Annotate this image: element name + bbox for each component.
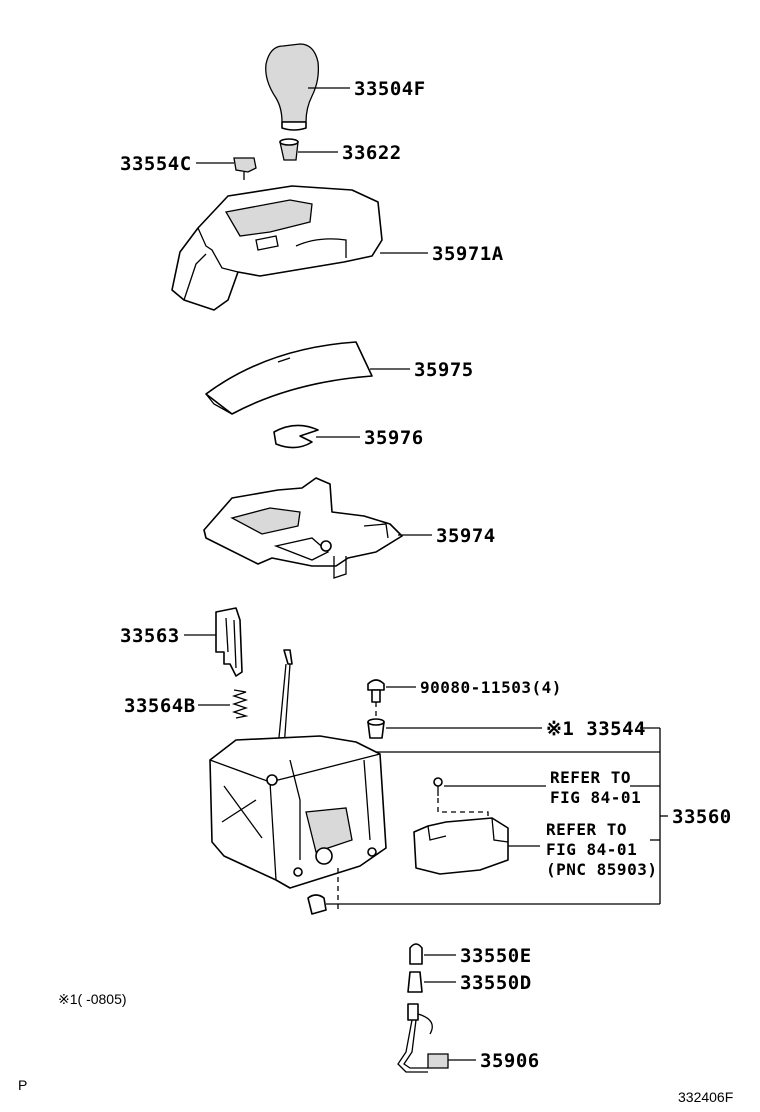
corner-mark: P [18, 1077, 28, 1093]
bulb-socket-part [408, 972, 422, 992]
label-refer2-line3: (PNC 85903) [546, 860, 658, 879]
shift-knob-part [266, 44, 319, 130]
label-refer1-line2: FIG 84-01 [550, 788, 642, 807]
shift-lever-base-part [210, 736, 386, 888]
spring-part [234, 690, 246, 718]
socket-part [308, 895, 326, 914]
slide-plate-part [274, 425, 318, 447]
collar-part [368, 719, 384, 738]
console-panel-part [172, 186, 382, 310]
label-refer1-line1: REFER TO [550, 768, 632, 787]
label-35971a: 35971A [432, 243, 504, 265]
figure-code: 332406F [678, 1089, 734, 1105]
label-33504f: 33504F [354, 78, 426, 100]
label-33554c: 33554C [120, 153, 192, 175]
label-33563: 33563 [120, 625, 180, 647]
label-33550d: 33550D [460, 972, 532, 994]
label-90080: 90080-11503(4) [420, 678, 562, 697]
label-35975: 35975 [414, 359, 474, 381]
clip-part [234, 158, 256, 180]
label-35976: 35976 [364, 427, 424, 449]
label-33544: ※1 33544 [546, 718, 646, 740]
bulb-part [410, 944, 422, 964]
dash-screw-to-unit [438, 798, 488, 826]
label-35974: 35974 [436, 525, 496, 547]
footnote: ※1( -0805) [58, 991, 127, 1007]
shift-lever-rod [278, 650, 292, 748]
label-33564b: 33564B [124, 695, 196, 717]
assembly-bracket [326, 728, 668, 904]
screw-part [434, 778, 442, 796]
indicator-plate-part [206, 342, 372, 414]
label-refer2-line1: REFER TO [546, 820, 628, 839]
label-35906: 35906 [480, 1050, 540, 1072]
bolt-part [368, 680, 384, 702]
label-33622: 33622 [342, 142, 402, 164]
bushing-part [280, 139, 298, 160]
push-button-part [216, 608, 242, 676]
wire-harness-part [398, 1004, 448, 1072]
label-refer2-line2: FIG 84-01 [546, 840, 638, 859]
housing-part [204, 478, 402, 578]
label-33560: 33560 [672, 806, 732, 828]
control-unit-part [414, 818, 508, 874]
label-33550e: 33550E [460, 945, 532, 967]
